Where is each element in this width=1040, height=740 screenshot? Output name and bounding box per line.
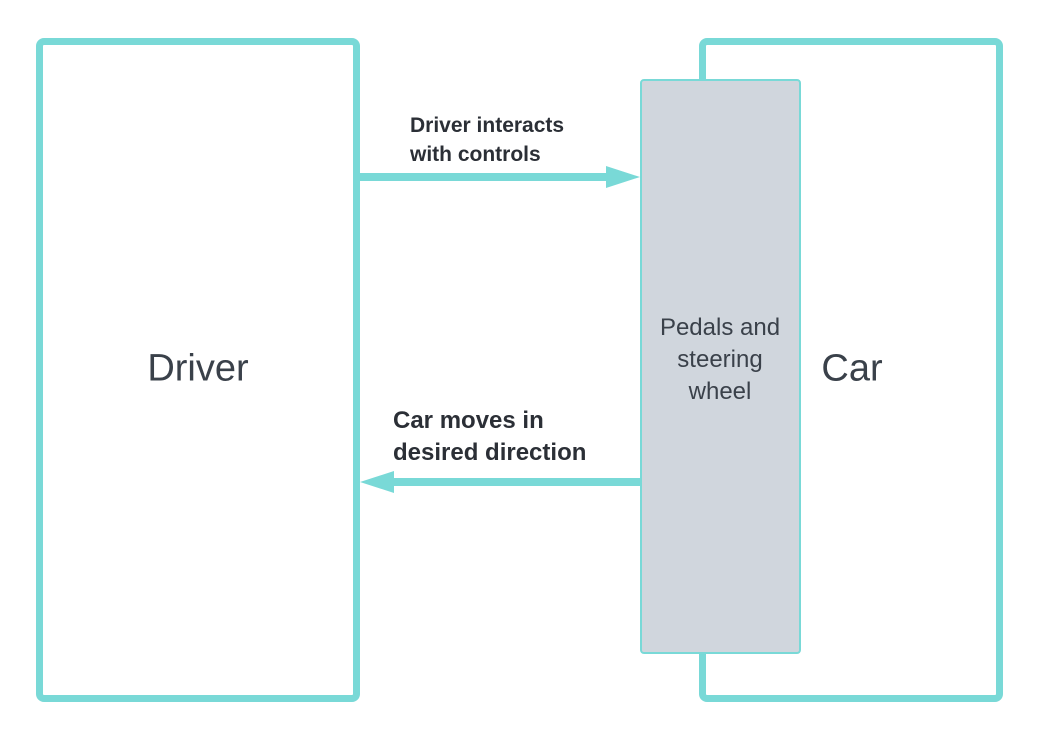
driver-label: Driver bbox=[147, 347, 249, 390]
controls-label: Pedals and steering wheel bbox=[659, 314, 781, 405]
edge-label-forward: Driver interacts with controls bbox=[410, 114, 565, 166]
arrow-driver-to-controls bbox=[360, 166, 640, 188]
arrow-controls-to-driver bbox=[360, 471, 640, 493]
controls-node bbox=[640, 79, 801, 654]
driver-node bbox=[36, 38, 360, 702]
edge-label-back: Car moves in desired direction bbox=[393, 407, 587, 466]
car-label: Car bbox=[821, 347, 883, 390]
